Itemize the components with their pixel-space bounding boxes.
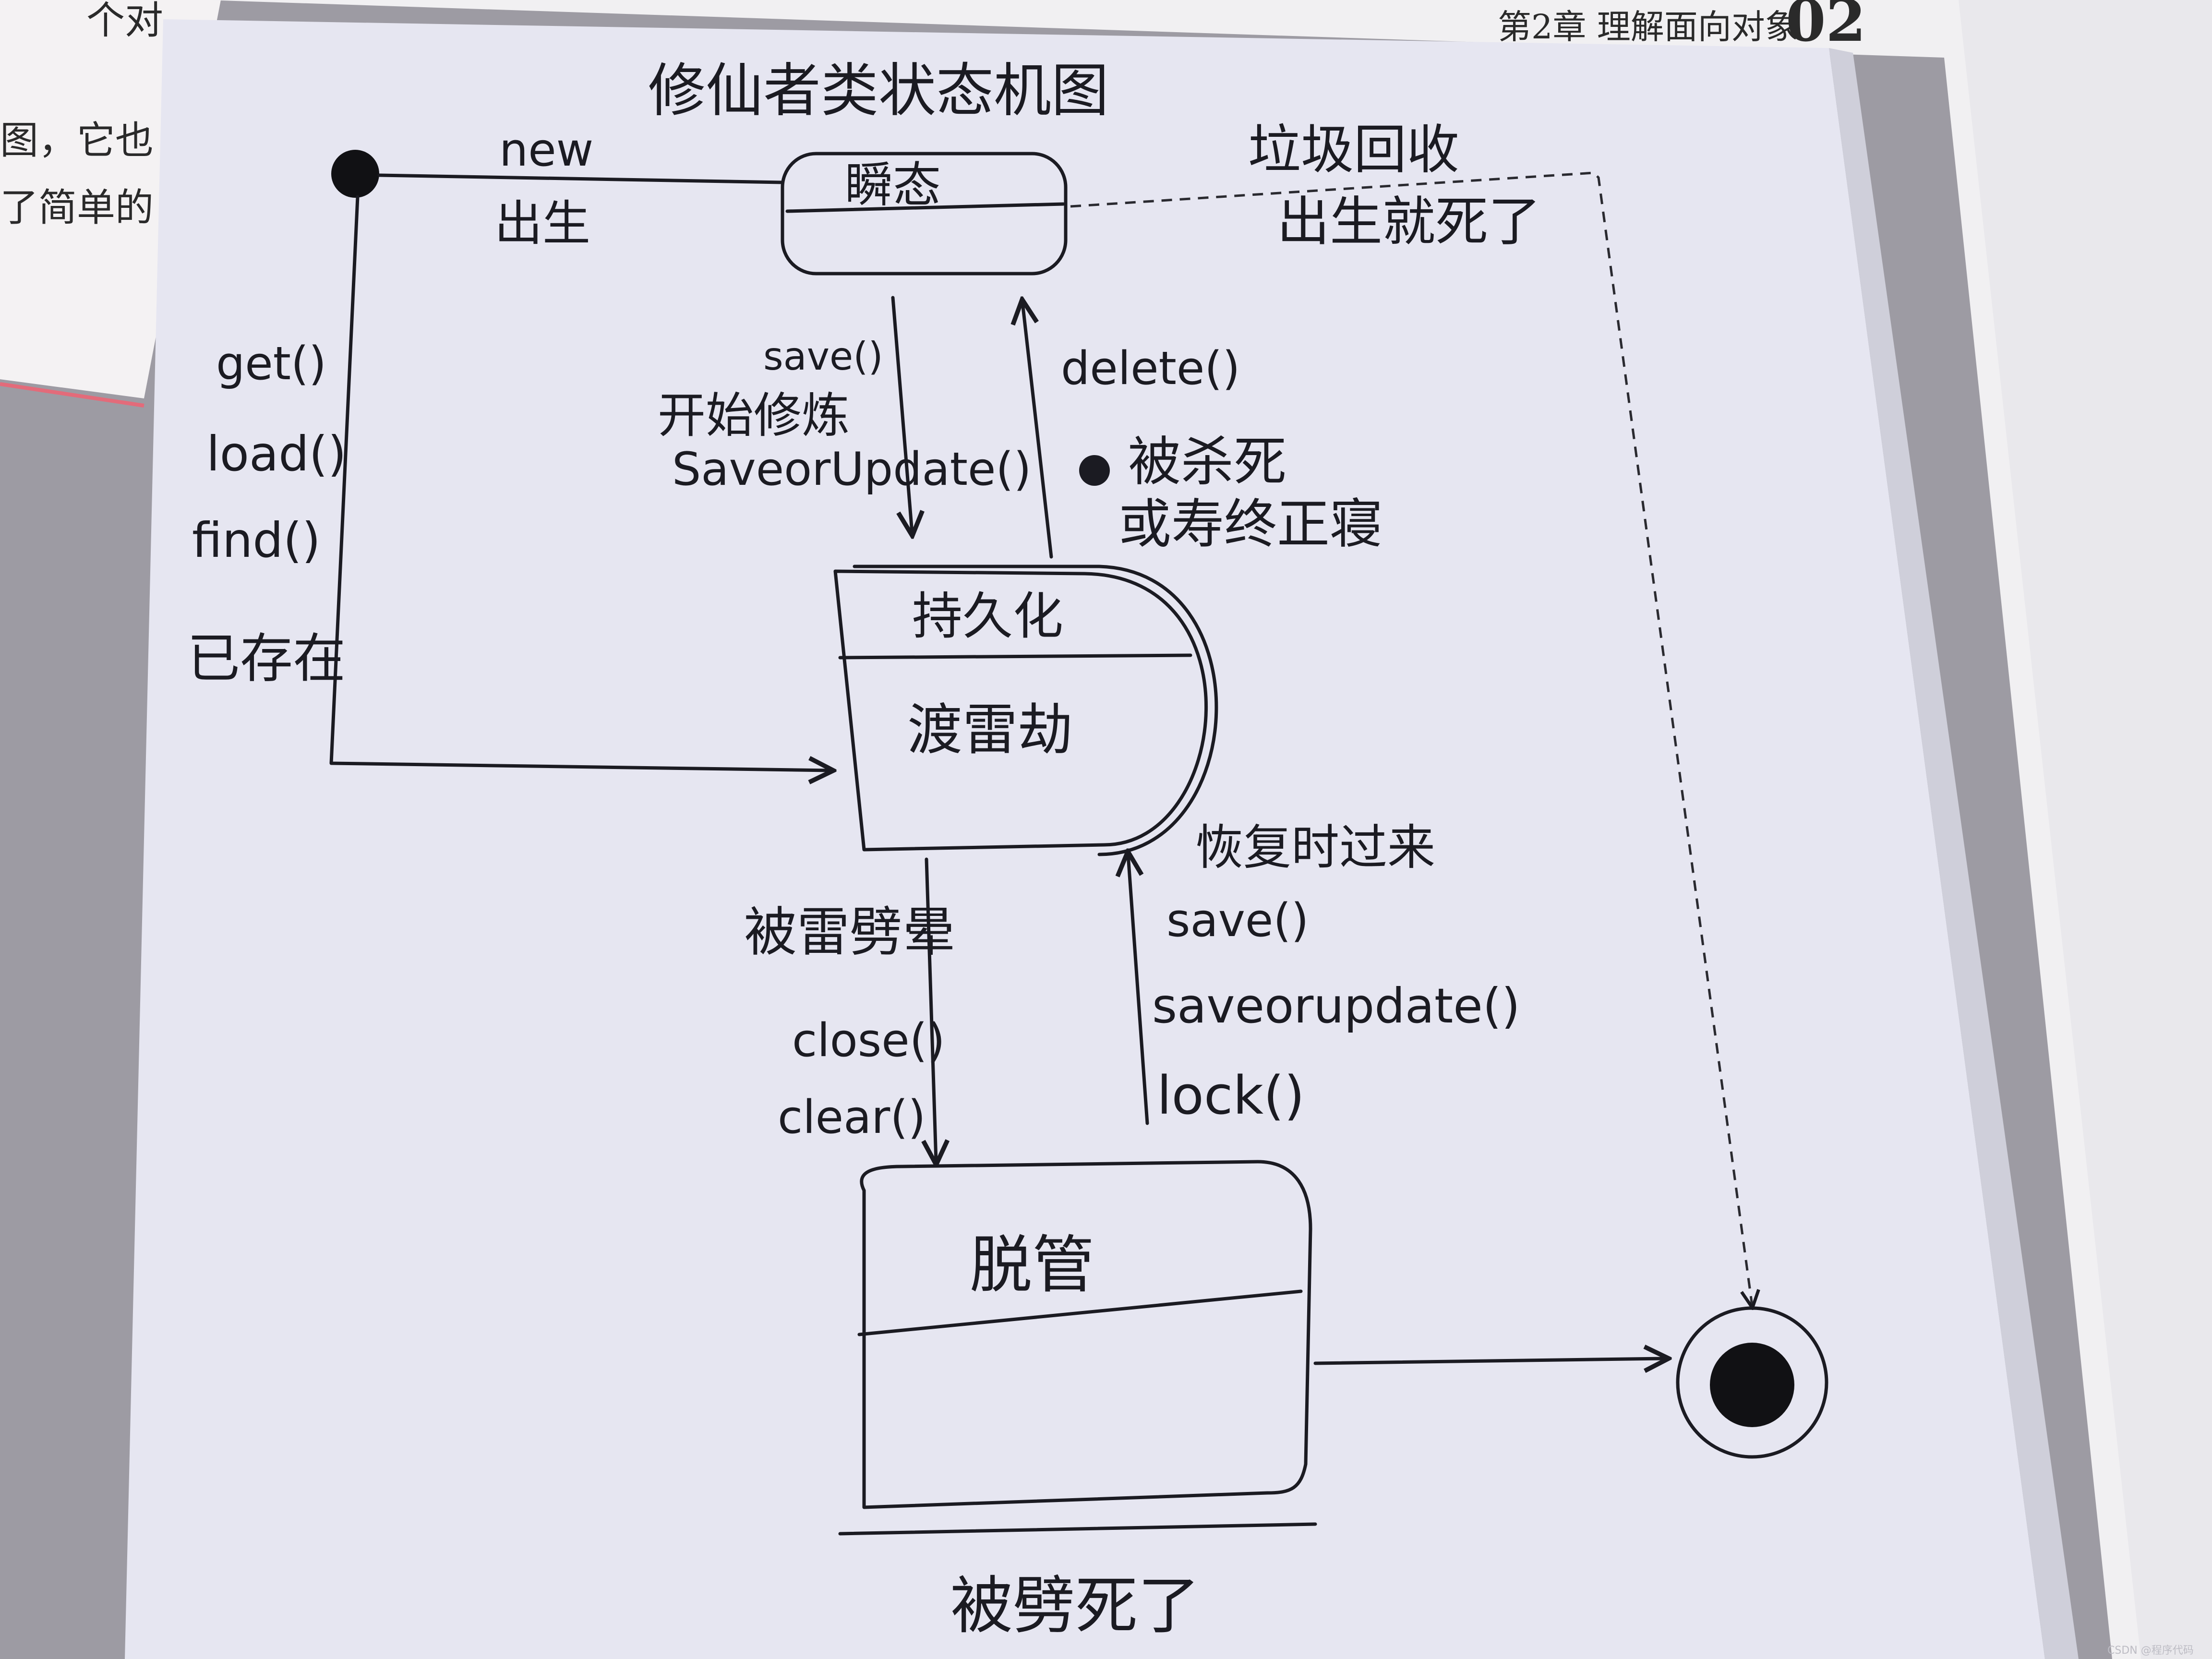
- label-new: new: [499, 124, 593, 177]
- arrow-garbage-collection: [1070, 171, 1752, 1306]
- state-persistent-divider: [838, 653, 1192, 660]
- initial-state-dot: [331, 150, 379, 198]
- diagram-title: 修仙者类状态机图: [648, 58, 1109, 124]
- scribble-mark: [1079, 455, 1110, 486]
- label-clear: clear(): [778, 1091, 926, 1144]
- paper-sheet-shadow: [1829, 48, 2079, 1659]
- label-killed-2: 或寿终正寝: [1118, 493, 1382, 555]
- book-header-number: 02: [1786, 0, 1866, 55]
- label-recover: 恢复时过来: [1195, 819, 1435, 876]
- label-delete: delete(): [1061, 342, 1240, 395]
- state-detached: [860, 1160, 1312, 1509]
- state-detached-base: [838, 1522, 1317, 1536]
- arrow-delete: [1022, 302, 1053, 559]
- state-persistent: [833, 569, 1208, 852]
- paper-sheet: [125, 19, 2045, 1659]
- arrow-reattach: [1128, 854, 1149, 1125]
- label-struck-faint: 被雷劈晕: [744, 902, 955, 963]
- label-start-cultivation: 开始修炼: [658, 387, 850, 444]
- final-state-dot: [1710, 1343, 1794, 1427]
- label-struck-dead: 被劈死了: [950, 1569, 1200, 1642]
- arrow-new: [377, 173, 784, 184]
- label-gc-2: 出生就死了: [1277, 191, 1541, 252]
- book-page-left-edge: [0, 382, 144, 408]
- state-transient-divider: [785, 202, 1065, 213]
- label-birth: 出生: [494, 195, 590, 252]
- state-persistent-label: 持久化: [912, 587, 1063, 646]
- label-exists: 已存在: [187, 628, 346, 689]
- arrow-close-clear: [926, 857, 936, 1162]
- book-left-line-3: 了简单的: [0, 185, 154, 230]
- state-detached-divider: [857, 1289, 1303, 1336]
- state-detached-label: 脱管: [970, 1228, 1094, 1301]
- arrow-struck-dead: [1313, 1358, 1666, 1363]
- arrow-save: [891, 296, 912, 533]
- label-save-2: save(): [1166, 894, 1309, 947]
- watermark: CSDN @程序代码: [2107, 1645, 2194, 1657]
- state-persistent-activity: 渡雷劫: [907, 698, 1073, 762]
- label-load: load(): [206, 426, 347, 482]
- label-find: find(): [192, 512, 321, 568]
- state-transient-label: 瞬态: [845, 157, 941, 213]
- label-save: save(): [763, 334, 883, 379]
- final-state-ring: [1676, 1306, 1828, 1459]
- label-save-or-update-2: saveorupdate(): [1152, 978, 1520, 1034]
- book-left-line-2: 图，它也: [0, 118, 154, 163]
- state-transient: [781, 152, 1068, 276]
- book-page-right-edge: [1959, 0, 2212, 1659]
- book-header-chapter: 第2章 理解面向对象: [1498, 7, 1799, 47]
- label-get: get(): [216, 337, 326, 390]
- label-killed-1: 被杀死: [1128, 431, 1286, 493]
- state-persistent-outline: [853, 565, 1218, 856]
- label-close: close(): [792, 1014, 945, 1067]
- label-save-or-update: SaveorUpdate(): [672, 443, 1032, 496]
- label-lock: lock(): [1157, 1065, 1305, 1126]
- book-left-line-1: 个对: [86, 0, 163, 43]
- arrow-get-load-find: [329, 195, 830, 770]
- label-gc-1: 垃圾回收: [1248, 119, 1459, 180]
